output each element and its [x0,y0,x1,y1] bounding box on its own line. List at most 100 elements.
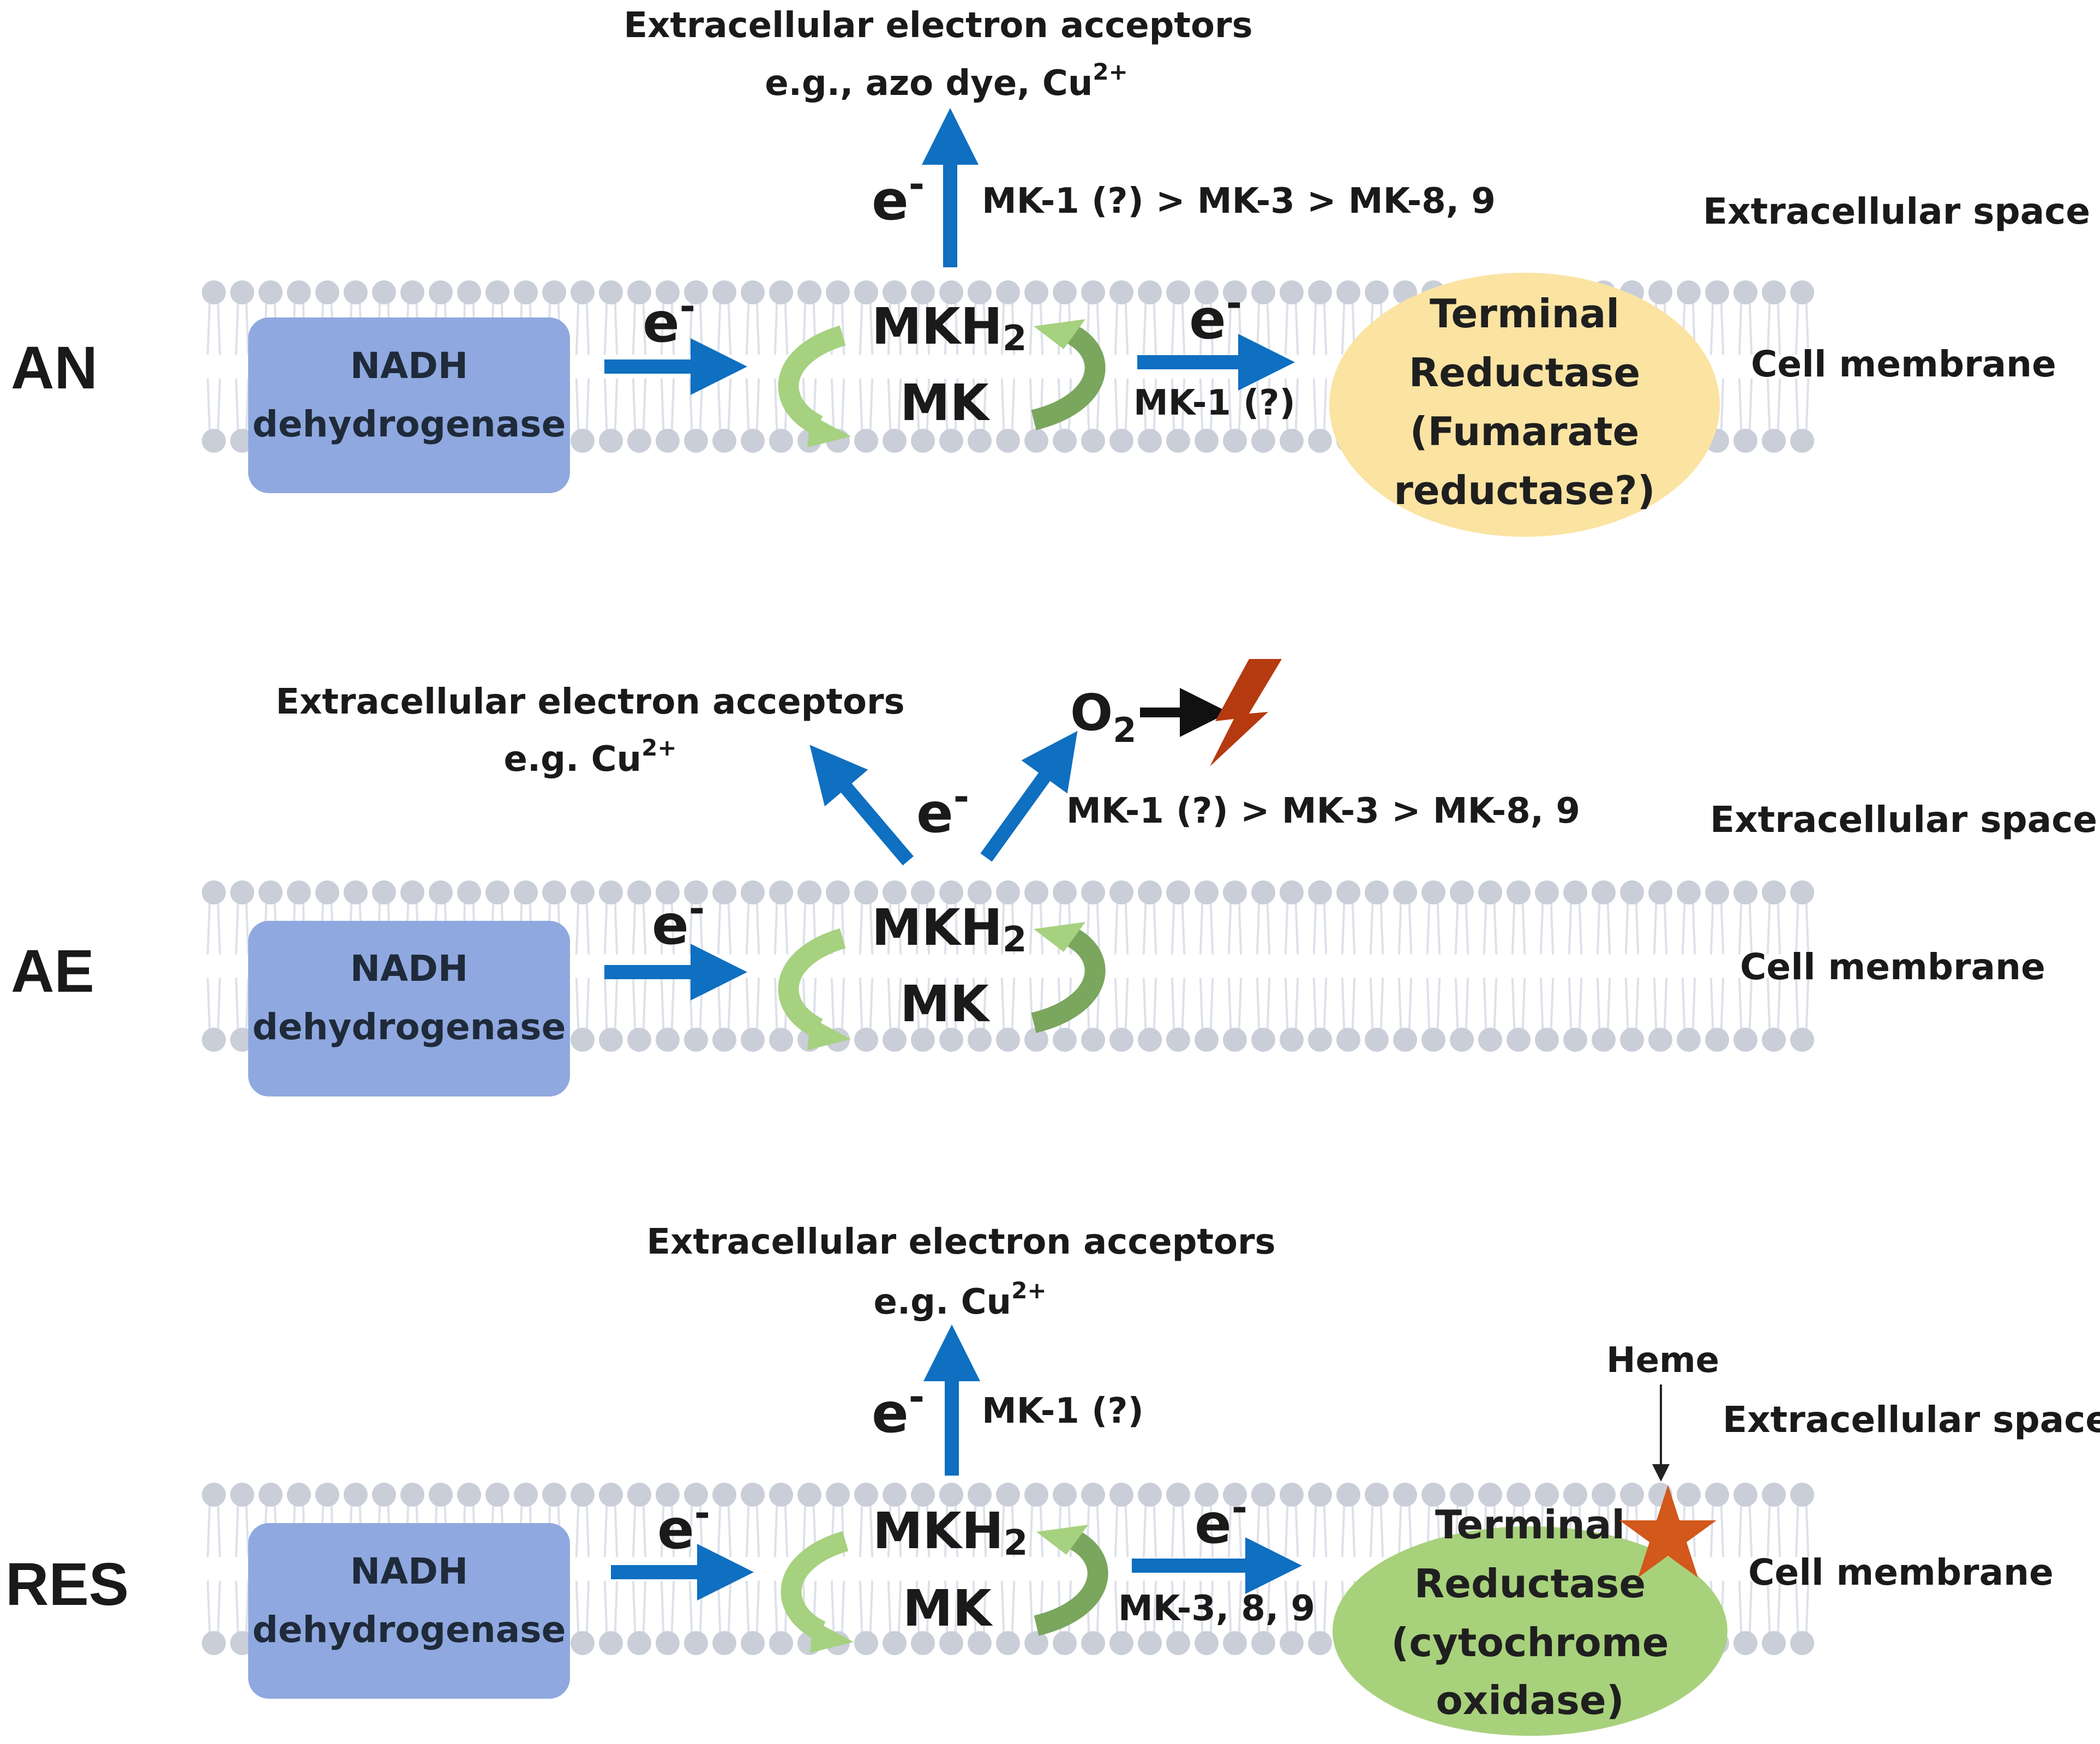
lipid-head [1195,280,1219,304]
lipid-head [1762,1483,1786,1507]
lipid-head [1223,280,1247,304]
ellipse-line-an-2: (Fumarate [1410,409,1640,454]
lipid-head [769,1483,793,1507]
lipid-head [684,1483,708,1507]
lipid-head [1507,1028,1531,1052]
lipid-head [1336,280,1360,304]
panel-res: RES Extracellular electron acceptors e.g… [5,1222,2100,1736]
lipid-head [1393,1028,1417,1052]
lipid-head [712,880,736,904]
lipid-head [996,1028,1020,1052]
lipid-head [542,1483,566,1507]
lipid-head [1336,1483,1360,1507]
lipid-head [599,880,623,904]
acceptor-example-ae: e.g. Cu2+ [503,734,676,780]
electron-label-ae-1: e- [652,886,705,957]
lipid-head [344,880,368,904]
terminal-reductase-ellipse-res [1333,1526,1727,1736]
lipid-head [769,1028,793,1052]
panel-ae: AE Extracellular electron acceptors e.g.… [11,659,2097,1096]
lipid-head [514,1483,538,1507]
lipid-head [1138,280,1162,304]
lipid-head [684,280,708,304]
lipid-head [1677,1028,1701,1052]
lipid-head [599,1028,623,1052]
acceptor-title-res: Extracellular electron acceptors [646,1222,1275,1262]
lipid-head [1081,1483,1105,1507]
lipid-head [1790,1483,1814,1507]
extracellular-space-ae: Extracellular space [1710,799,2097,841]
lipid-head [797,1483,821,1507]
lipid-head [1081,280,1105,304]
lipid-head [939,280,963,304]
ellipse-line-res-3: oxidase) [1436,1677,1624,1723]
lipid-head [1223,880,1247,904]
lipid-head [826,880,850,904]
lipid-head [1081,429,1105,453]
lipid-head [1365,880,1389,904]
lipid-head [996,1483,1020,1507]
mk-arrow-label-res: MK-3, 8, 9 [1118,1589,1315,1629]
lipid-head [797,880,821,904]
lipid-head [202,880,226,904]
ellipse-line-an-0: Terminal [1430,291,1619,337]
lipid-head [939,1631,963,1655]
lipid-head [202,1028,226,1052]
lipid-head [1308,880,1332,904]
nadh-dehydrogenase-box-ae [248,921,570,1096]
lipid-head [1109,1483,1133,1507]
lipid-head [684,1028,708,1052]
mk-arrow-label-an: MK-1 (?) [1133,383,1295,423]
lipid-head [457,1483,481,1507]
nadh-label-an: NADH [350,345,468,387]
lipid-head [1166,1631,1190,1655]
lipid-head [1308,280,1332,304]
lipid-head [797,280,821,304]
lipid-head [1790,1631,1814,1655]
lipid-head [911,880,935,904]
mkh2-label-an: MKH2 [872,297,1027,359]
lipid-head [627,429,651,453]
lipid-head [457,880,481,904]
lipid-head [1280,880,1304,904]
lipid-head [344,1483,368,1507]
electron-label-res-1: e- [657,1491,710,1561]
lipid-head [1109,1028,1133,1052]
lipid-head [1109,1631,1133,1655]
lipid-head [1053,429,1077,453]
lipid-head [1280,1028,1304,1052]
lipid-head [1024,880,1048,904]
lipid-head [741,1028,765,1052]
lipid-head [400,880,424,904]
lipid-head [741,880,765,904]
lipid-head [1365,280,1389,304]
lipid-head [1280,1483,1304,1507]
lipid-head [1421,1028,1445,1052]
mk-order-an: MK-1 (?) > MK-3 > MK-8, 9 [982,181,1496,221]
lipid-head [1592,1483,1616,1507]
lipid-head [1563,1028,1587,1052]
lipid-head [315,1483,339,1507]
lipid-head [1648,280,1672,304]
electron-label-an-1: e- [643,284,695,355]
lipid-head [968,1028,992,1052]
lipid-head [1478,880,1502,904]
heme-star-icon [1619,1485,1717,1578]
lipid-head [372,280,396,304]
lipid-head [1081,880,1105,904]
lipid-head [1138,880,1162,904]
lipid-head [429,880,453,904]
lipid-head [1507,880,1531,904]
lipid-head [1251,1631,1275,1655]
lipid-head [514,880,538,904]
lipid-head [1138,1483,1162,1507]
panel-label-an: AN [11,334,98,401]
ellipse-line-res-0: Terminal [1435,1502,1625,1548]
lipid-head [911,1483,935,1507]
lipid-head [1308,429,1332,453]
lightning-bolt-icon [1210,659,1282,766]
lipid-head [542,880,566,904]
nadh-label-res: NADH [350,1550,468,1592]
lipid-head [1648,880,1672,904]
cell-membrane-label-an: Cell membrane [1751,343,2056,385]
